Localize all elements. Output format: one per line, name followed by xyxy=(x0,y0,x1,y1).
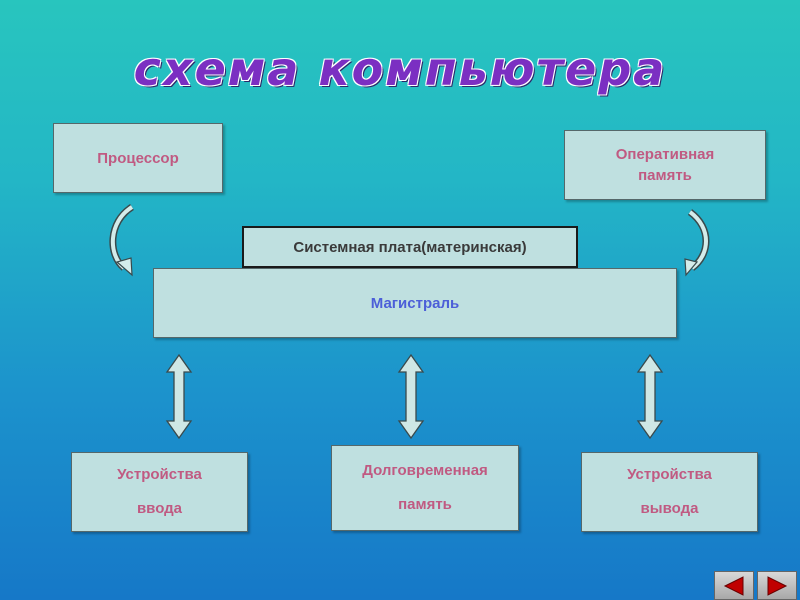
double-arrow-output xyxy=(636,353,664,440)
ram-label-line2: память xyxy=(638,167,692,184)
double-arrow-input xyxy=(165,353,193,440)
storage-line1: Долговременная xyxy=(362,462,488,479)
ram-box: Оперативная память xyxy=(564,130,766,200)
output-devices-line2: вывода xyxy=(640,500,699,517)
input-devices-line2: ввода xyxy=(136,500,183,517)
output-devices-line1: Устройства xyxy=(627,466,712,483)
output-devices-box: Устройства вывода xyxy=(581,452,758,532)
storage-line2: память xyxy=(398,496,452,513)
triangle-right-icon xyxy=(767,575,788,596)
processor-box: Процессор xyxy=(53,123,223,193)
curved-arrow-left xyxy=(109,204,135,277)
motherboard-label: Системная плата(материнская) xyxy=(293,238,527,256)
bus-label: Магистраль xyxy=(370,294,460,312)
storage-box: Долговременная память xyxy=(331,445,519,531)
input-devices-line1: Устройства xyxy=(117,466,202,483)
processor-label: Процессор xyxy=(97,149,179,167)
input-devices-box: Устройства ввода xyxy=(71,452,248,532)
double-arrow-storage xyxy=(397,353,425,440)
bus-box: Магистраль xyxy=(153,268,677,338)
ram-label-line1: Оперативная xyxy=(615,146,715,163)
prev-slide-button[interactable] xyxy=(714,571,754,600)
next-slide-button[interactable] xyxy=(757,571,797,600)
triangle-left-icon xyxy=(723,575,744,596)
curved-arrow-right xyxy=(684,209,710,277)
slide-title: схема компьютера xyxy=(133,42,667,96)
motherboard-box: Системная плата(материнская) xyxy=(242,226,578,268)
